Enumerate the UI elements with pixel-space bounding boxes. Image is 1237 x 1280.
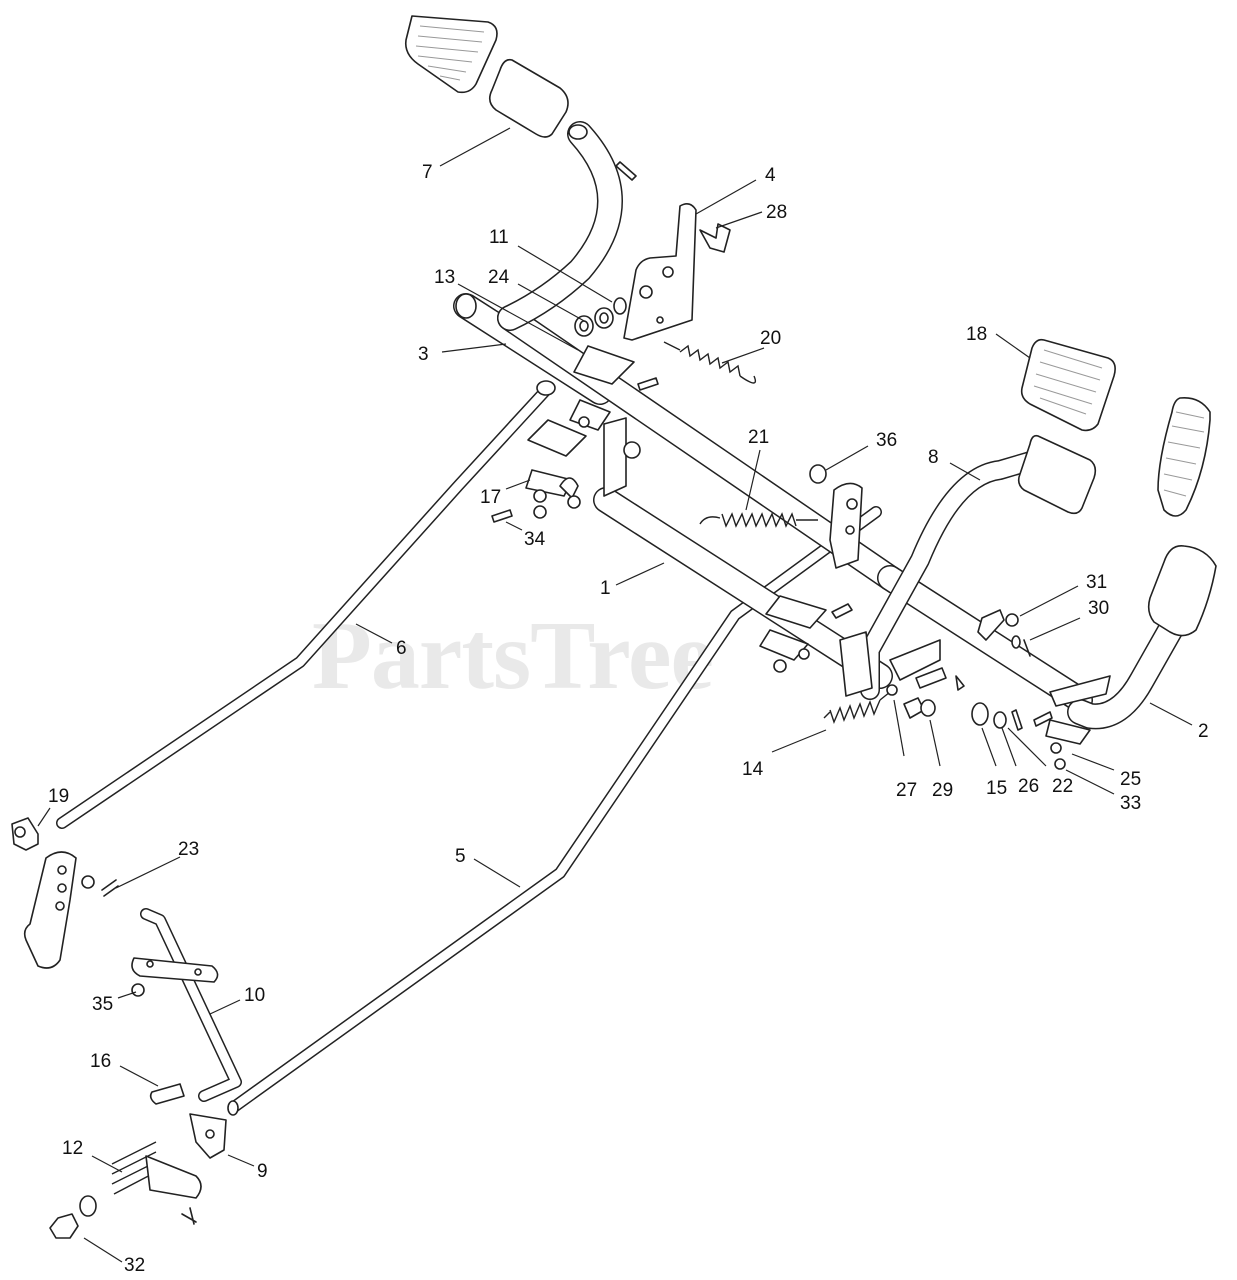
callout-30: 30	[1088, 598, 1109, 619]
part-pad-2-upper	[1157, 396, 1211, 517]
part-spring-21	[699, 512, 818, 528]
part-washer-11	[594, 297, 627, 329]
callout-33: 33	[1120, 793, 1141, 814]
part-bracket-9	[189, 1113, 227, 1159]
part-link-plate	[23, 851, 95, 969]
part-washer-32	[49, 1195, 197, 1239]
part-washer-36	[809, 464, 827, 484]
part-rod-10	[140, 908, 242, 1102]
callout-17: 17	[480, 487, 501, 508]
part-pin-mid	[637, 377, 659, 391]
part-support-plate	[603, 417, 641, 497]
callout-27: 27	[896, 780, 917, 801]
part-pin-16	[149, 1083, 185, 1105]
callout-13: 13	[434, 267, 455, 288]
part-pad-18	[1020, 338, 1116, 432]
callout-8: 8	[928, 447, 939, 468]
callout-1: 1	[600, 578, 611, 599]
watermark: PartsTree	[312, 602, 713, 710]
callout-11: 11	[489, 227, 509, 248]
callout-25: 25	[1120, 769, 1141, 790]
callout-35: 35	[92, 994, 113, 1015]
part-right-hardware	[773, 603, 1066, 770]
part-pin-34	[491, 509, 513, 523]
part-rod-5	[227, 506, 882, 1116]
part-rod-6	[56, 380, 556, 829]
part-pad-7-upper	[404, 15, 498, 94]
part-pedal-arm-7	[497, 121, 623, 331]
callout-7: 7	[422, 162, 433, 183]
part-mid-brackets	[759, 595, 1111, 745]
callout-18: 18	[966, 324, 987, 345]
callout-26: 26	[1018, 776, 1039, 797]
callout-19: 19	[48, 786, 69, 807]
part-pad-2	[1147, 545, 1217, 637]
callout-labels: 1 2 3 4 5 6 7 8 9 10 11 12 13 14 15 16 1…	[48, 162, 1209, 1276]
callout-34: 34	[524, 529, 546, 550]
callout-23: 23	[178, 839, 199, 860]
callout-28: 28	[766, 202, 787, 223]
callout-21: 21	[748, 427, 769, 448]
part-spring-20	[663, 341, 757, 384]
part-link-10	[131, 957, 219, 983]
callout-12: 12	[62, 1138, 83, 1159]
callout-10: 10	[244, 985, 265, 1006]
callout-22: 22	[1052, 776, 1073, 797]
part-pad-8	[1017, 434, 1097, 515]
callout-3: 3	[418, 344, 429, 365]
callout-32: 32	[124, 1255, 145, 1276]
callout-15: 15	[986, 778, 1007, 799]
part-nuts-17	[533, 416, 590, 519]
part-pad-7	[488, 58, 569, 138]
callout-9: 9	[257, 1161, 268, 1182]
part-bracket-4	[623, 202, 697, 341]
part-bushing-28	[699, 223, 731, 253]
callout-14: 14	[742, 759, 764, 780]
callout-24: 24	[488, 267, 510, 288]
part-cotter-23	[101, 879, 119, 897]
callout-20: 20	[760, 328, 781, 349]
callout-29: 29	[932, 780, 953, 801]
part-clevis-19	[11, 817, 39, 851]
part-washer-24	[574, 315, 594, 337]
callout-36: 36	[876, 430, 897, 451]
callout-2: 2	[1198, 721, 1209, 742]
callout-31: 31	[1086, 572, 1107, 593]
callout-4: 4	[765, 165, 776, 186]
part-spring-14	[823, 691, 891, 724]
part-roll-pin-top	[615, 161, 637, 181]
part-nut-35	[131, 983, 145, 997]
part-spring-12	[111, 1141, 202, 1199]
part-bracket-17	[525, 469, 579, 499]
part-pedal-arm-8	[860, 450, 1044, 700]
callout-6: 6	[396, 638, 407, 659]
part-right-bracket	[829, 482, 863, 569]
callout-5: 5	[455, 846, 466, 867]
callout-16: 16	[90, 1051, 111, 1072]
part-pedal-arm-2	[1067, 607, 1189, 730]
leader-lines	[37, 127, 1193, 1263]
